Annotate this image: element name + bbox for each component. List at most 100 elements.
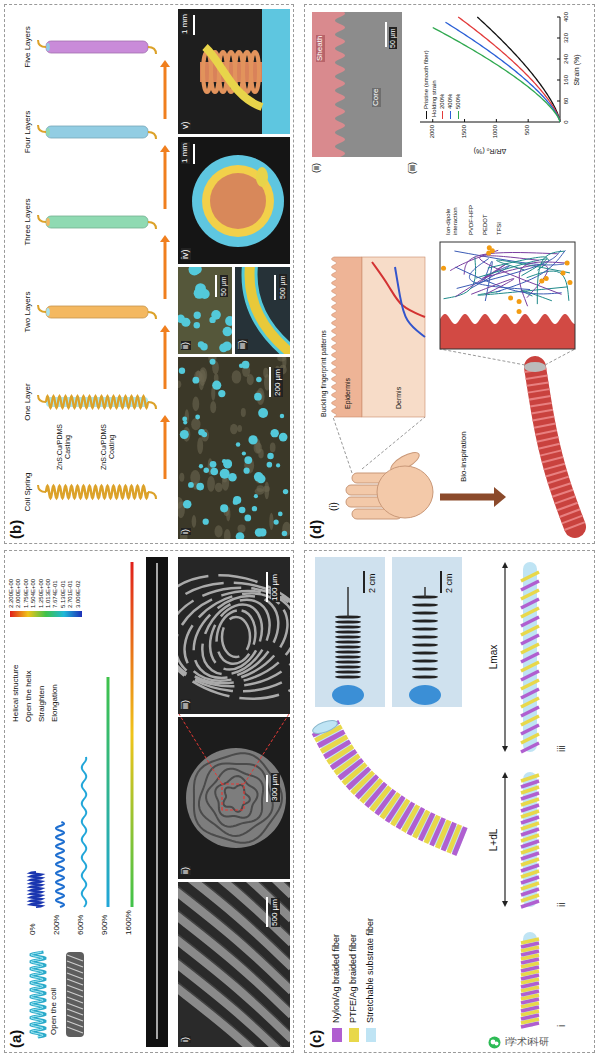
layer-swirl: [212, 607, 260, 668]
ion: [490, 248, 495, 253]
coil-render: [31, 952, 45, 1037]
layer-cap: [46, 308, 50, 316]
figure-label: 1500: [461, 125, 468, 138]
texture: [282, 522, 290, 537]
dermis-layer: [362, 257, 425, 417]
axis-tick: [496, 119, 497, 122]
figure-label: ii): [181, 341, 191, 350]
panel-frame: (b): [4, 4, 294, 544]
figure-label: (i): [328, 502, 339, 511]
layer-cap: [46, 128, 50, 136]
layer-ring: [199, 763, 273, 835]
figure-label: iv): [181, 249, 191, 261]
ptfe-braid: [521, 734, 539, 743]
phosphor-particle: [280, 414, 284, 418]
fiber-strand: [347, 587, 349, 617]
legend-item: 400%: [447, 94, 454, 119]
texture: [191, 418, 200, 430]
inspiration-arrow: [440, 494, 494, 501]
panel-frame: (c): [304, 550, 595, 1053]
texture: [197, 437, 203, 454]
texture: [255, 391, 263, 401]
legend-line-sample: [426, 111, 427, 119]
phosphor-particle: [222, 459, 226, 463]
phosphor-particle: [183, 500, 191, 508]
phosphor-particle: [258, 528, 266, 536]
strain-coil: [82, 757, 86, 907]
coil-turn: [412, 603, 438, 606]
figure-label: Bio-inspiration: [460, 431, 469, 482]
watermark-icon-bubble: [495, 1042, 499, 1046]
hook: [148, 312, 156, 319]
image-ground: [440, 242, 575, 349]
palm: [377, 466, 433, 518]
legend-swatch: [332, 1028, 342, 1042]
phosphor-particle: [210, 359, 216, 365]
figure-label: 80: [563, 98, 570, 105]
figure-label: i): [181, 528, 191, 535]
strain-fiber: [107, 677, 110, 907]
phosphor-particle: [279, 433, 288, 442]
phosphor-particle: [195, 283, 206, 294]
nylon-braid: [521, 635, 539, 644]
phosphor-particle: [254, 472, 264, 482]
panel-label: (a): [8, 1030, 25, 1048]
figure-label: 600%: [77, 915, 86, 935]
ion: [560, 271, 565, 276]
ion: [517, 299, 522, 304]
coil-twist: [67, 997, 83, 1003]
inspiration-arrowhead: [494, 487, 506, 507]
axis-tick: [557, 17, 560, 18]
coil-twist: [67, 1003, 83, 1009]
figure-label: iii): [238, 339, 248, 350]
axis-tick: [557, 101, 560, 102]
figure-label: 1.759E+00: [23, 579, 30, 608]
layer-cap: [46, 218, 50, 226]
sem-fiber-image: [178, 882, 290, 1047]
fiber-strand: [156, 563, 157, 1039]
legend-line-sample: [442, 111, 443, 119]
figure-label: iii): [181, 699, 191, 710]
panel-label: (d): [308, 520, 325, 539]
axis-tick: [528, 119, 529, 122]
dimension-head: [502, 901, 508, 907]
hook: [38, 395, 46, 402]
fiber-end: [524, 362, 546, 372]
legend-text: 400%: [447, 94, 453, 109]
nylon-braid: [521, 653, 539, 662]
coil-twist: [67, 985, 83, 991]
figure-label: 0%: [29, 923, 38, 935]
figure-label: Strain (%): [573, 54, 581, 85]
figure-label: i: [556, 1025, 567, 1027]
spring-band: [250, 267, 290, 354]
phosphor-particle: [223, 327, 232, 337]
phosphor-particle: [198, 341, 204, 347]
spring-wire: [256, 167, 268, 187]
phosphor-particle: [211, 310, 221, 320]
texture: [192, 515, 197, 528]
polymer-chain: [521, 290, 552, 301]
sem-particles: [178, 357, 290, 539]
watermark: i学术i科研: [503, 1036, 551, 1047]
buckled-fiber: [535, 367, 575, 527]
image-ground: [178, 717, 290, 879]
phosphor-particle: [210, 468, 218, 476]
fiber-groove: [178, 882, 290, 889]
coil-turn: [412, 627, 438, 630]
figure-label: Sheath: [316, 35, 325, 62]
ptfe-braid: [521, 716, 539, 725]
scale-bar: [193, 144, 195, 164]
figure-label: Coil Spring: [24, 472, 33, 511]
phosphor-particle: [242, 451, 246, 455]
phosphor-particle: [194, 322, 200, 328]
sem-sheath-core: [312, 12, 402, 157]
ion: [544, 276, 549, 281]
phosphor-particle: [179, 368, 185, 374]
figure-label: L+dL: [488, 829, 499, 852]
spring-wire: [205, 47, 262, 107]
hook: [148, 492, 156, 499]
network-zoom: [440, 242, 575, 349]
legend-line-sample: [458, 111, 459, 119]
substrate-fiber: [325, 727, 462, 842]
